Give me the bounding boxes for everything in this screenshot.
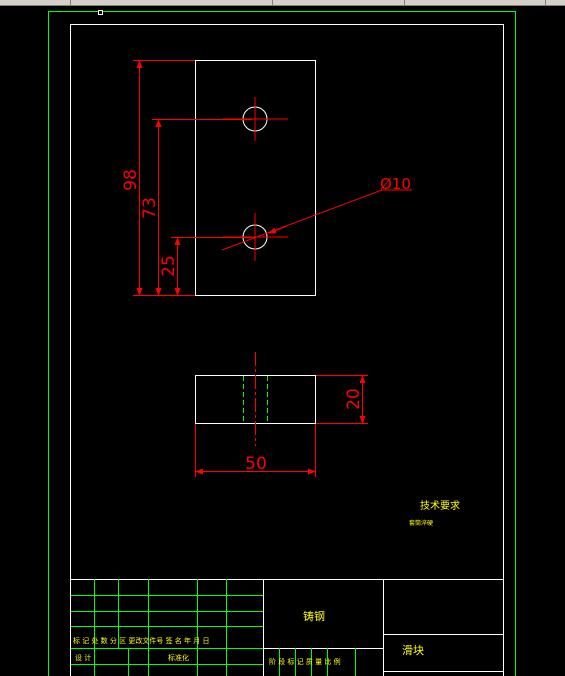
dimension-label-diameter: Ø10: [380, 175, 411, 193]
tech-requirements-heading: 技术要求: [420, 499, 460, 512]
title-block-part-name: 滑块: [402, 644, 424, 657]
dimension-hole-bottom[interactable]: 25: [159, 237, 252, 296]
plate-outline: [195, 60, 316, 296]
toolbar-separator: [404, 0, 405, 5]
title-block-standardization-label: 标准化: [168, 653, 189, 662]
drawing-frame: [70, 24, 504, 676]
title-block-design-label: 设 计: [75, 653, 91, 662]
title-block: 标 记 处 数 分 区 更改文件号 签 名 年 月 日 设 计 标准化 阶 段 …: [70, 579, 503, 676]
dimension-label-73: 73: [140, 197, 160, 219]
dimension-label-98: 98: [121, 169, 141, 191]
dimension-height-total[interactable]: 98: [121, 60, 195, 296]
title-block-stage-labels: 阶 段 标 记 质 量 比 例: [269, 657, 341, 666]
dimension-thickness[interactable]: 20: [316, 375, 368, 424]
selection-grip-handle[interactable]: [98, 10, 103, 15]
toolbar-separator: [272, 0, 273, 5]
dimension-width[interactable]: 50: [195, 424, 316, 477]
toolbar-separator: [70, 0, 71, 5]
dimension-label-25: 25: [159, 255, 179, 277]
toolbar-strip: [0, 0, 565, 6]
toolbar-separator: [545, 0, 546, 5]
tech-requirements-note: 套筒淬硬: [409, 519, 433, 527]
dimension-label-50: 50: [245, 454, 267, 474]
bottom-view: [195, 352, 316, 446]
title-block-material: 铸钢: [303, 609, 325, 623]
dimension-label-20: 20: [344, 388, 364, 410]
title-block-row-labels: 标 记 处 数 分 区 更改文件号 签 名 年 月 日: [73, 636, 209, 645]
drawing-outer-border: [48, 11, 516, 676]
front-view: [195, 60, 316, 296]
dimension-hole-top[interactable]: 73: [140, 119, 252, 296]
dimension-hole-diameter[interactable]: Ø10: [221, 175, 412, 251]
